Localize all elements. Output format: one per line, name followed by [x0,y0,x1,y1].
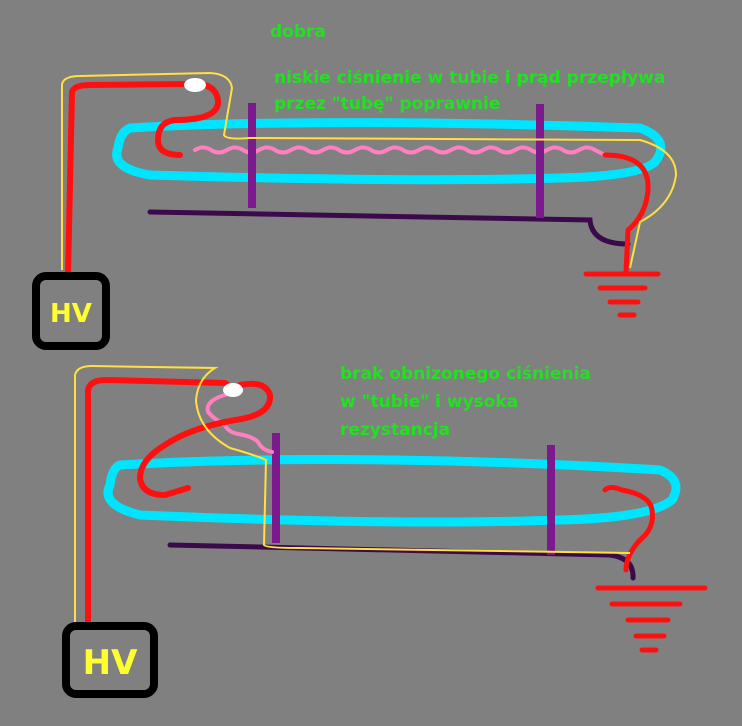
top-glass-tube [112,118,666,185]
bottom-caption-line-3: rezystancja [340,420,451,440]
top-plasma-discharge [193,145,607,157]
bottom-ground-symbol [595,585,708,653]
top-hv-label: HV [50,299,92,329]
bottom-return-wire [602,485,655,573]
bottom-thin-wire [74,364,631,622]
top-thin-wire [61,71,678,270]
top-hv-box: HV [32,272,110,350]
bottom-caption-line-1: brak obnizonego ciśnienia [340,364,591,384]
top-ground-rail [147,209,631,247]
top-hv-wire [65,80,222,278]
bottom-glass-tube [103,455,681,527]
top-spark-gap [184,78,206,92]
top-caption-line-2: przez "tubę" poprawnie [274,94,501,114]
top-return-wire [602,152,651,275]
top-title: dobra [270,22,326,42]
bottom-caption-line-2: w "tubie" i wysoka [340,392,519,412]
bottom-spark-gap [223,383,243,397]
top-setup: HV [32,71,678,350]
bottom-setup: HV [62,364,708,698]
bottom-hv-box: HV [62,622,158,698]
top-ground-symbol [583,271,661,318]
bottom-air-arc [205,392,274,454]
top-caption-line-1: niskie ciśnienie w tubie i prąd przepływ… [274,68,666,88]
bottom-hv-label: HV [83,643,138,683]
